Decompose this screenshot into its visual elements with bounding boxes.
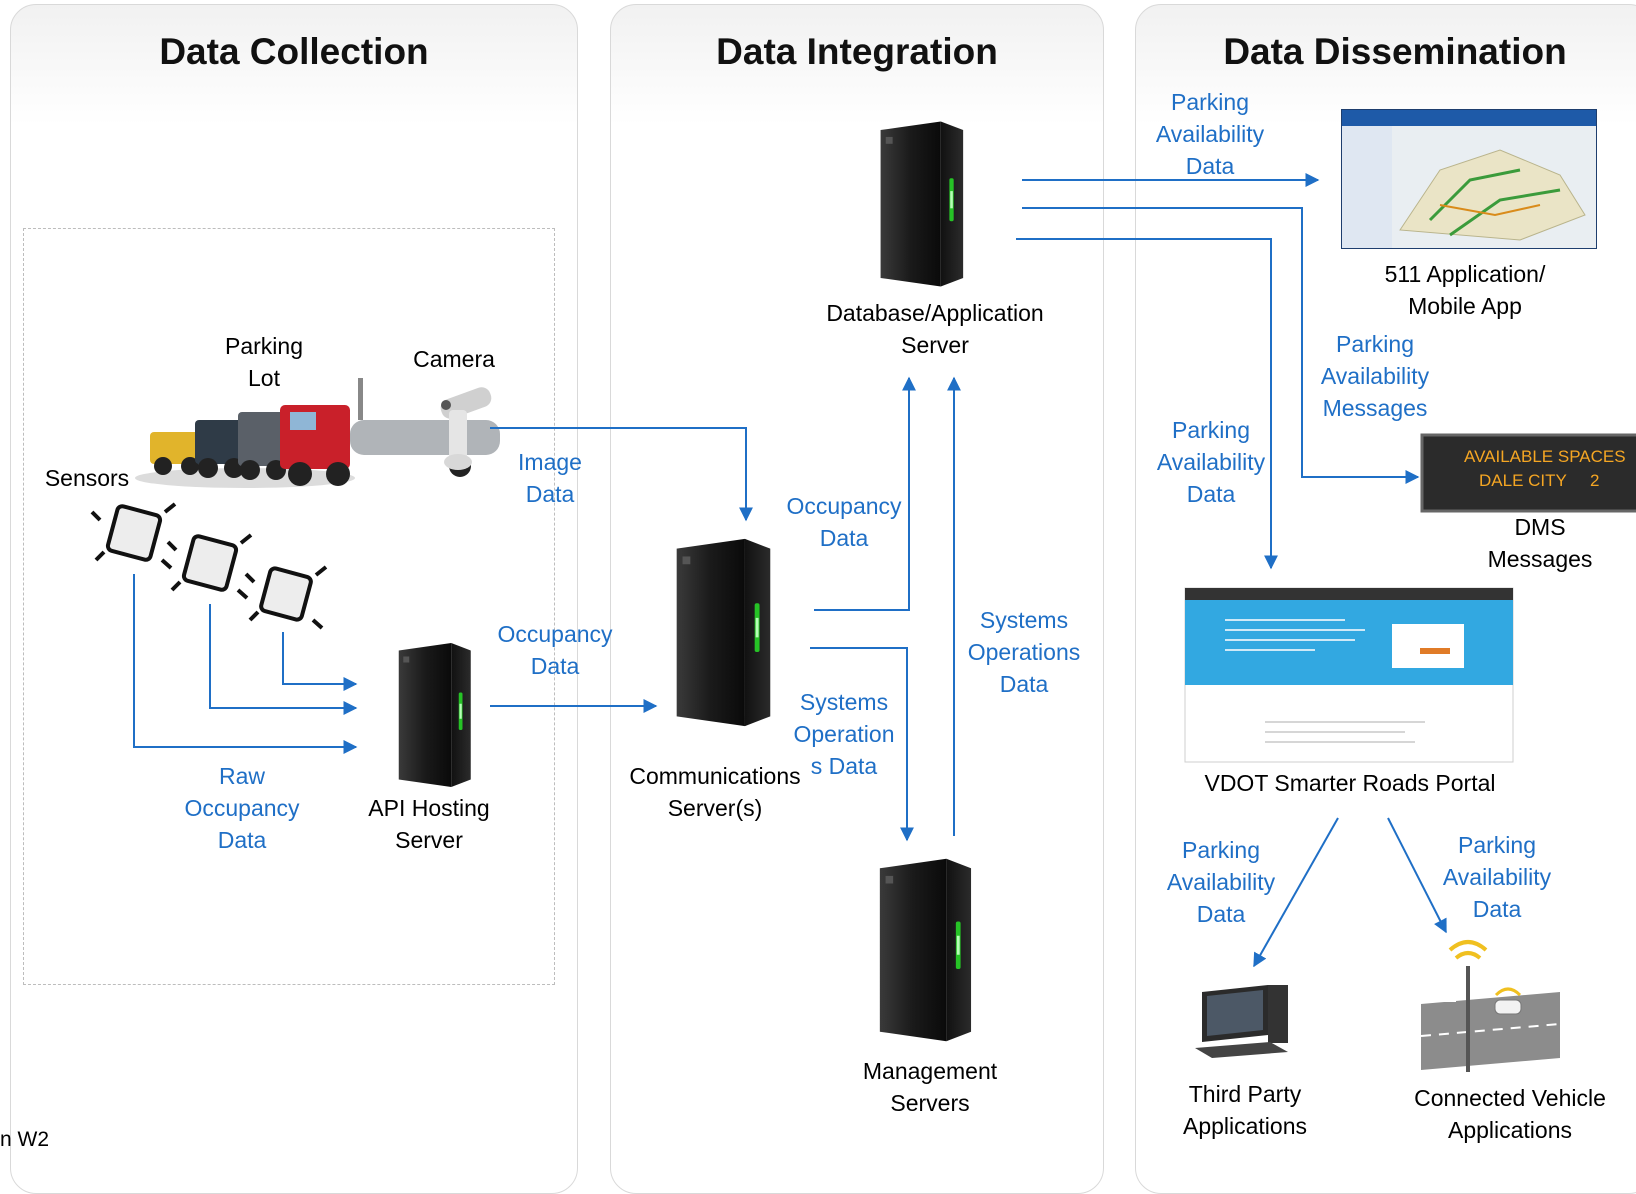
label-511-app: 511 Application/Mobile App [1384,261,1546,319]
arrow-sensor3-api [282,632,358,691]
panel-title-dissemination: Data Dissemination [1223,31,1567,72]
panel-title-integration: Data Integration [716,31,998,72]
db-server-icon [880,121,964,287]
footer-text: n W2 [0,1128,50,1151]
arrow-camera-comm [490,427,753,522]
desktop-computer-icon [1195,985,1288,1058]
arrow-db-dms [1022,207,1420,484]
api-server-icon [398,643,471,787]
camera-icon [440,387,492,470]
sensor-icon [90,502,328,630]
flow-arrows [133,173,1447,968]
map-screenshot-icon [1341,109,1597,249]
portal-screenshot-icon [1184,587,1514,763]
panel-title-collection: Data Collection [159,31,429,72]
arrow-comm-db [814,376,916,611]
mgmt-server-icon [879,858,972,1042]
truck-icon [135,378,500,488]
arrow-sensor2-api [209,604,358,715]
arrow-comm-mgmt [810,647,914,842]
arrow-portal-third [1253,817,1339,968]
label-portal: VDOT Smarter Roads Portal [1204,770,1496,796]
dms-line1: AVAILABLE SPACES [1464,447,1626,466]
label-sensors: Sensors [44,465,130,491]
dms-sign-icon: AVAILABLE SPACES DALE CITY 2 [1420,433,1636,513]
field-equipment-box [23,228,555,985]
label-camera: Camera [413,346,495,372]
road-rsu-icon [1420,940,1561,1072]
arrow-portal-cv [1387,817,1447,934]
comm-server-icon [676,538,771,727]
dms-line2-count: 2 [1590,471,1599,490]
arrow-db-portal [1016,238,1278,570]
arrow-sensor1-api [133,574,358,754]
dms-line2-place: DALE CITY [1479,471,1567,490]
